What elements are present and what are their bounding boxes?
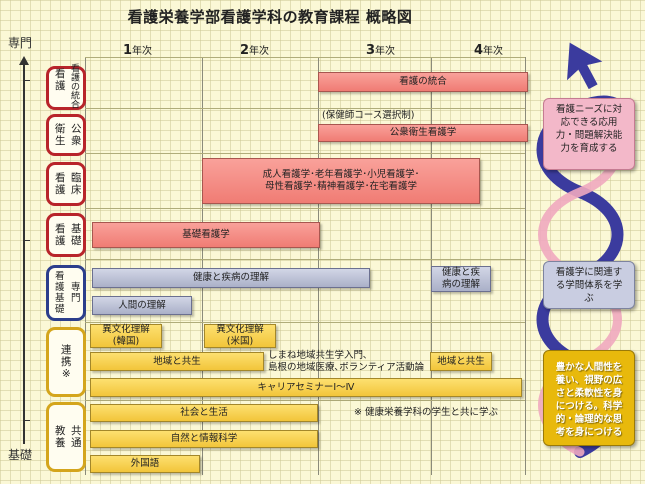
category-public-health: 衛 生 公 衆 [46,114,86,156]
vertical-axis-line [23,60,25,444]
category-common-liberal-arts: 教 養 共 通 [46,402,86,472]
category-nursing-foundation: 看 護 基 礎 専 門 [46,265,86,321]
axis-tick [23,240,30,241]
page-title: 看護栄養学部看護学科の教育課程 概略図 [127,8,413,26]
course-foreign-language: 外国語 [90,455,200,473]
course-public-health-nursing: 公衆衛生看護学 [318,124,528,142]
course-region-symbiosis-year4: 地域と共生 [430,352,492,371]
row-divider [85,400,525,401]
axis-tick [23,80,30,81]
category-basic-nursing: 看 護 基 礎 [46,213,86,257]
course-society-life: 社会と生活 [90,404,318,422]
category-clinical-nursing: 看 護 臨 床 [46,162,86,206]
grid-top-line [85,57,525,58]
axis-label-basic: 基礎 [8,448,33,462]
course-basic-nursing: 基礎看護学 [92,222,320,248]
course-career-seminar: キャリアセミナーⅠ～Ⅳ [90,378,522,397]
year-1-header: 1年次 [123,43,153,58]
axis-label-specialized: 専門 [8,36,33,50]
year-divider [525,57,526,475]
course-nature-info-science: 自然と情報科学 [90,430,318,448]
axis-arrow-icon [19,56,29,65]
year-4-header: 4年次 [474,43,504,58]
year-3-header: 3年次 [366,43,396,58]
course-health-disease-year4: 健康と疾 病の理解 [431,266,491,292]
row-divider [85,153,525,154]
axis-tick [23,420,30,421]
row-divider [85,322,525,323]
course-health-disease: 健康と疾病の理解 [92,268,370,288]
year-divider [202,57,203,475]
public-health-note: (保健師コース選択制) [322,110,415,121]
common-courses-note: ※ 健康栄養学科の学生と共に学ぶ [354,407,498,418]
course-intercultural-korea: 異文化理解 (韓国) [90,324,162,348]
course-intercultural-us: 異文化理解 (米国) [204,324,276,348]
category-collaboration: 連 携 ※ [46,327,86,397]
row-divider [85,108,525,109]
year-divider [85,57,86,475]
course-clinical-nursing: 成人看護学･老年看護学･小児看護学･ 母性看護学･精神看護学･在宅看護学 [202,158,480,204]
year-divider [318,57,319,475]
row-divider [85,208,525,209]
year-2-header: 2年次 [240,43,270,58]
goal-academic-system: 看護学に関連す る学問体系を学 ぶ [543,261,635,309]
course-nursing-integration: 看護の統合 [318,72,528,92]
goal-applied-skills: 看護ニーズに対 応できる応用 力・問題解決能 力を育成する [543,98,635,170]
course-region-symbiosis: 地域と共生 [90,352,264,371]
category-nursing-integration: 看 護 看 護 の 統 合 [46,65,86,110]
shimane-courses-note: しまね地域共生学入門､ 島根の地域医療､ボランティア活動論 [268,350,425,373]
goal-humanity-logic: 豊かな人間性を 養い、視野の広 さと柔軟性を身 につける。科学 的・論理的な思 … [543,350,635,446]
course-human-understanding: 人間の理解 [92,296,192,315]
row-divider [85,259,525,260]
